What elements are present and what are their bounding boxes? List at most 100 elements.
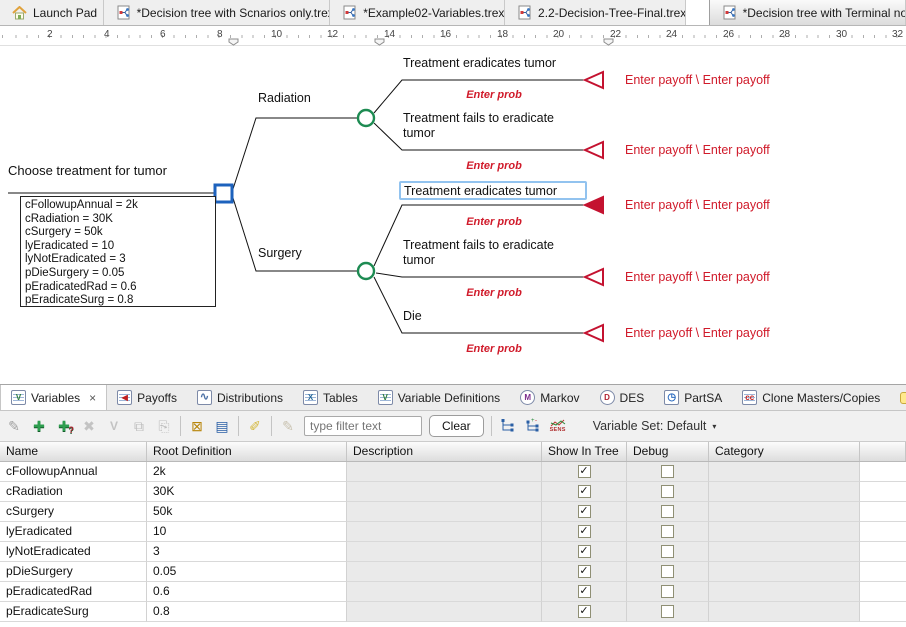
ruler-marker[interactable] xyxy=(374,38,385,46)
show-in-tree-checkbox[interactable]: ✓ xyxy=(577,585,591,598)
cell-root-definition[interactable]: 0.8 xyxy=(147,602,347,622)
delete-variable-icon[interactable]: ✖ xyxy=(83,418,95,434)
cell-description[interactable] xyxy=(347,602,542,622)
cell-description[interactable] xyxy=(347,582,542,602)
cell-name[interactable]: pEradicatedRad xyxy=(0,582,147,602)
debug-checkbox[interactable] xyxy=(661,565,674,578)
panel-tab-distributions[interactable]: ∿ Distributions xyxy=(187,385,293,410)
terminal-node[interactable] xyxy=(582,70,604,90)
leaf-label[interactable]: Die xyxy=(403,309,422,323)
panel-tab-variables[interactable]: V Variables × xyxy=(0,385,108,410)
cell-category[interactable] xyxy=(709,502,860,522)
tree-canvas[interactable]: Choose treatment for tumor cFollowupAnnu… xyxy=(0,46,906,384)
cell-category[interactable] xyxy=(709,542,860,562)
column-header-debug[interactable]: Debug xyxy=(627,442,709,461)
debug-checkbox[interactable] xyxy=(661,585,674,598)
branch-label-surgery[interactable]: Surgery xyxy=(258,246,302,260)
cell-name[interactable]: pEradicateSurg xyxy=(0,602,147,622)
cell-root-definition[interactable]: 10 xyxy=(147,522,347,542)
debug-checkbox[interactable] xyxy=(661,465,674,478)
table-row[interactable]: cRadiation 30K ✓ xyxy=(0,482,906,502)
chance-node-radiation[interactable] xyxy=(356,108,376,128)
root-node-label[interactable]: Choose treatment for tumor xyxy=(8,163,167,178)
debug-checkbox[interactable] xyxy=(661,545,674,558)
leaf-label[interactable]: Treatment fails to eradicate tumor xyxy=(403,238,554,267)
cell-description[interactable] xyxy=(347,562,542,582)
decision-node[interactable] xyxy=(213,183,234,204)
cell-description[interactable] xyxy=(347,542,542,562)
table-row[interactable]: lyEradicated 10 ✓ xyxy=(0,522,906,542)
tab-decision-tree-terminal[interactable]: *Decision tree with Terminal no xyxy=(708,0,906,25)
add-variable-with-definition-icon[interactable]: ✚ ? xyxy=(55,417,74,435)
cell-name[interactable]: cRadiation xyxy=(0,482,147,502)
panel-tab-payoffs[interactable]: ◀ Payoffs xyxy=(107,385,187,410)
show-in-tree-checkbox[interactable]: ✓ xyxy=(577,505,591,518)
show-in-tree-checkbox[interactable]: ✓ xyxy=(577,565,591,578)
cell-root-definition[interactable]: 3 xyxy=(147,542,347,562)
payoff-label[interactable]: Enter payoff \ Enter payoff xyxy=(625,73,770,87)
probability-label[interactable]: Enter prob xyxy=(466,287,522,299)
cell-name[interactable]: lyNotEradicated xyxy=(0,542,147,562)
tab-launch-pad[interactable]: Launch Pad xyxy=(0,0,104,25)
cell-description[interactable] xyxy=(347,482,542,502)
table-row[interactable]: pDieSurgery 0.05 ✓ xyxy=(0,562,906,582)
cell-category[interactable] xyxy=(709,462,860,482)
close-tab-icon[interactable]: × xyxy=(89,390,97,405)
table-row[interactable]: pEradicateSurg 0.8 ✓ xyxy=(0,602,906,622)
cell-root-definition[interactable]: 30K xyxy=(147,482,347,502)
cell-root-definition[interactable]: 2k xyxy=(147,462,347,482)
show-in-tree-checkbox[interactable]: ✓ xyxy=(577,485,591,498)
show-tree-structure-icon[interactable] xyxy=(499,417,517,435)
panel-tab-des[interactable]: D DES xyxy=(590,385,655,410)
column-header-name[interactable]: Name xyxy=(0,442,147,461)
report-icon[interactable]: ▤ xyxy=(215,418,229,434)
insert-variable-icon[interactable]: V xyxy=(109,419,118,433)
debug-checkbox[interactable] xyxy=(661,525,674,538)
variables-box[interactable]: cFollowupAnnual = 2k cRadiation = 30K cS… xyxy=(20,196,216,307)
payoff-label[interactable]: Enter payoff \ Enter payoff xyxy=(625,198,770,212)
terminal-node[interactable] xyxy=(582,267,604,287)
cell-description[interactable] xyxy=(347,502,542,522)
cell-root-definition[interactable]: 50k xyxy=(147,502,347,522)
probability-label[interactable]: Enter prob xyxy=(466,216,522,228)
panel-tab-variable-definitions[interactable]: V Variable Definitions xyxy=(368,385,511,410)
table-row[interactable]: pEradicatedRad 0.6 ✓ xyxy=(0,582,906,602)
debug-checkbox[interactable] xyxy=(661,605,674,618)
paste-icon[interactable]: ⎘ xyxy=(158,418,170,434)
cell-root-definition[interactable]: 0.05 xyxy=(147,562,347,582)
terminal-node[interactable] xyxy=(582,323,604,343)
debug-checkbox[interactable] xyxy=(661,505,674,518)
leaf-label-selected[interactable]: Treatment eradicates tumor xyxy=(399,181,587,200)
cell-category[interactable] xyxy=(709,562,860,582)
tab-decision-tree-scenarios[interactable]: *Decision tree with Scnarios only.trex xyxy=(103,0,331,25)
column-header-category[interactable]: Category xyxy=(709,442,860,461)
show-in-tree-checkbox[interactable]: ✓ xyxy=(577,545,591,558)
copy-icon[interactable]: ⧉ xyxy=(134,418,144,434)
variable-set-dropdown[interactable]: Variable Set: Default ▾ xyxy=(593,419,717,433)
clear-filter-button[interactable]: Clear xyxy=(429,415,484,437)
table-row[interactable]: cFollowupAnnual 2k ✓ xyxy=(0,462,906,482)
add-variable-icon[interactable]: ✚ xyxy=(33,418,45,434)
cell-category[interactable] xyxy=(709,602,860,622)
highlighter-icon[interactable]: ✐ xyxy=(249,418,261,434)
payoff-label[interactable]: Enter payoff \ Enter payoff xyxy=(625,143,770,157)
probability-label[interactable]: Enter prob xyxy=(466,89,522,101)
ruler-marker[interactable] xyxy=(603,38,614,46)
cell-description[interactable] xyxy=(347,462,542,482)
branch-label-radiation[interactable]: Radiation xyxy=(258,91,311,105)
cell-category[interactable] xyxy=(709,522,860,542)
sensitivity-analysis-icon[interactable]: SENS xyxy=(549,417,567,435)
tab-example02-variables[interactable]: *Example02-Variables.trex xyxy=(330,0,506,25)
payoff-label[interactable]: Enter payoff \ Enter payoff xyxy=(625,326,770,340)
show-in-tree-checkbox[interactable]: ✓ xyxy=(577,525,591,538)
chance-node-surgery[interactable] xyxy=(356,261,376,281)
cell-name[interactable]: cFollowupAnnual xyxy=(0,462,147,482)
panel-tab-partsa[interactable]: ◷ PartSA xyxy=(654,385,732,410)
panel-tab-clone-masters[interactable]: cc Clone Masters/Copies xyxy=(732,385,890,410)
edit-variable-icon[interactable]: ✎ xyxy=(8,418,20,434)
table-row[interactable]: lyNotEradicated 3 ✓ xyxy=(0,542,906,562)
cell-category[interactable] xyxy=(709,582,860,602)
probability-label[interactable]: Enter prob xyxy=(466,160,522,172)
filter-pen-icon[interactable]: ✎ xyxy=(282,418,294,434)
expand-collapse-tree-icon[interactable]: +- xyxy=(524,417,542,435)
